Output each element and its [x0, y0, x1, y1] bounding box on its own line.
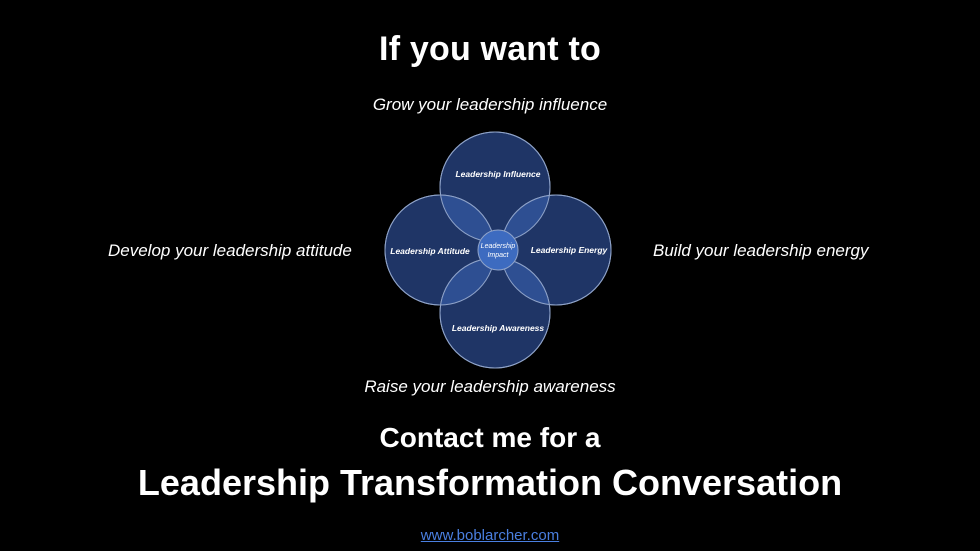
goal-grow-influence: Grow your leadership influence	[372, 95, 608, 114]
overlap-awareness-energy	[501, 258, 550, 305]
goal-build-energy: Build your leadership energy	[653, 241, 869, 260]
overlap-awareness-attitude	[440, 258, 495, 305]
center-label-line1: Leadership	[481, 243, 516, 250]
center-leadership-impact	[477, 229, 519, 271]
center-label-line2: Impact	[487, 252, 509, 259]
label-leadership-awareness: Leadership Awareness	[452, 323, 545, 333]
goal-raise-awareness: Raise your leadership awareness	[364, 377, 616, 396]
label-leadership-energy: Leadership Energy	[531, 245, 609, 255]
website-link[interactable]: www.boblarcher.com	[420, 527, 560, 544]
goal-develop-attitude: Develop your leadership attitude	[108, 241, 352, 260]
leadership-venn-diagram: Leadership Influence Leadership Attitude…	[384, 131, 612, 369]
cta-line-1: Contact me for a	[379, 422, 601, 453]
overlap-influence-energy	[501, 195, 550, 242]
label-leadership-attitude: Leadership Attitude	[390, 246, 470, 256]
cta-line-2: Leadership Transformation Conversation	[137, 462, 843, 503]
headline: If you want to	[379, 30, 601, 68]
label-leadership-influence: Leadership Influence	[455, 169, 540, 179]
overlap-influence-attitude	[440, 195, 495, 242]
